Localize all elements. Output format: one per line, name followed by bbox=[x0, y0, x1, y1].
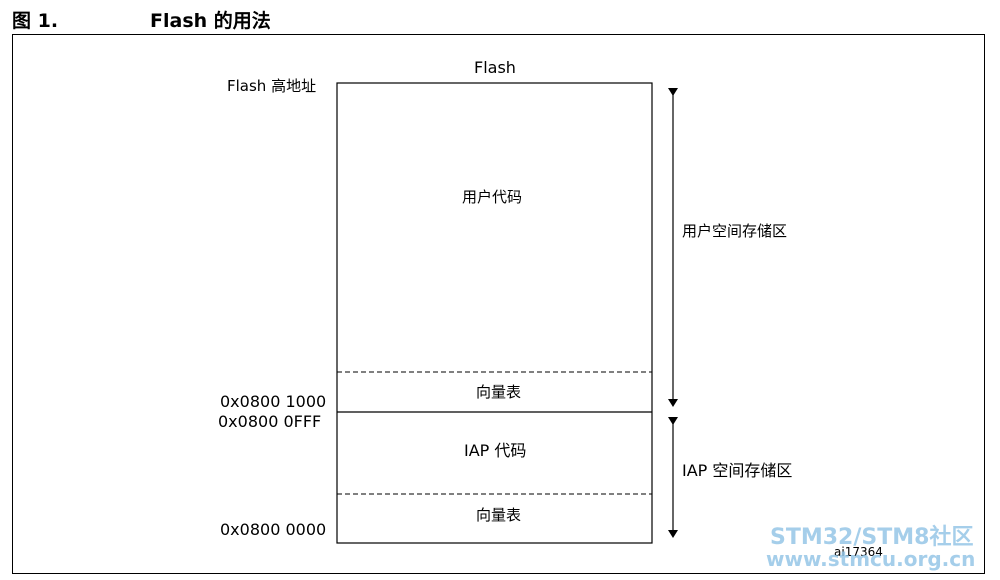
watermark-community-name: STM32/STM8社区 bbox=[770, 525, 974, 550]
user-area-range-label: 用户空间存储区 bbox=[682, 222, 788, 240]
flash-column-label: Flash bbox=[474, 58, 516, 77]
figure-frame bbox=[12, 34, 985, 574]
iap-code-block-label: IAP 代码 bbox=[464, 441, 527, 460]
iap-vector-table-label: 向量表 bbox=[476, 506, 522, 524]
watermark-url: www.stmcu.org.cn bbox=[766, 547, 976, 571]
address-0x08000fff: 0x0800 0FFF bbox=[218, 412, 322, 431]
address-0x08001000: 0x0800 1000 bbox=[220, 392, 327, 411]
user-code-block-label: 用户代码 bbox=[462, 188, 523, 206]
flash-memory-box bbox=[336, 82, 653, 544]
address-high: Flash 高地址 bbox=[227, 77, 317, 95]
iap-area-range-label: IAP 空间存储区 bbox=[682, 461, 793, 480]
user-vector-table-label: 向量表 bbox=[476, 383, 522, 401]
figure-id-tag: ai17364 bbox=[834, 545, 883, 559]
address-0x08000000: 0x0800 0000 bbox=[220, 520, 327, 539]
figure-number: 图 1. bbox=[12, 10, 59, 32]
figure-title: Flash 的用法 bbox=[150, 10, 271, 32]
